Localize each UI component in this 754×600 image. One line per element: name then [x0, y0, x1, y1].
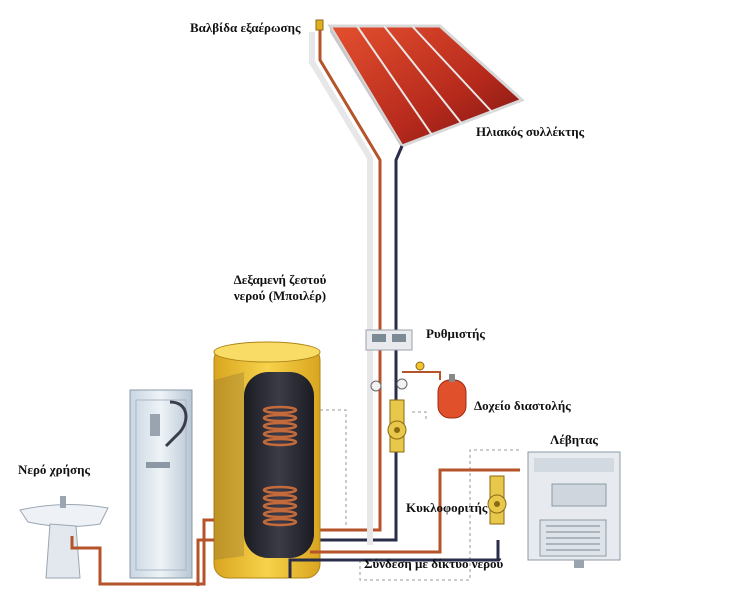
sink: [19, 496, 109, 579]
label-hot-water-tank: Δεξαμενή ζεστού νερού (Μποιλέρ): [220, 272, 340, 303]
label-boiler: Λέβητας: [550, 432, 598, 447]
label-water-mains: Σύνδεση με δίκτυο νερού: [364, 556, 504, 571]
water-mains-pipes: [288, 468, 520, 578]
label-hot-water-tank-line1: Δεξαμενή ζεστού: [233, 272, 327, 287]
usage-pipes: [70, 518, 214, 586]
hot-water-tank: [213, 341, 321, 579]
solar-collector: [327, 24, 525, 152]
label-controller: Ρυθμιστής: [426, 326, 485, 341]
air-valve-icon: [315, 19, 324, 31]
label-expansion-tank: Δοχείο διαστολής: [474, 398, 571, 413]
label-circulator: Κυκλοφοριτής: [406, 500, 488, 515]
shower-cabinet: [129, 389, 193, 579]
expansion-tank: [437, 374, 467, 419]
boiler-pump-station: [487, 475, 507, 525]
connection-dashes: [320, 409, 520, 581]
label-solar-collector: Ηλιακός συλλέκτης: [476, 124, 585, 139]
boiler-unit: [527, 451, 621, 568]
label-hot-water-tank-line2: νερού (Μποιλέρ): [233, 287, 327, 303]
controller-unit: [365, 329, 413, 351]
label-usage-water: Νερό χρήσης: [18, 462, 90, 477]
label-air-valve: Βαλβίδα εξαέρωσης: [190, 20, 301, 35]
solar-pump-station: [387, 399, 407, 453]
pipe-gauges: [370, 361, 441, 392]
heating-coils: [262, 405, 298, 527]
